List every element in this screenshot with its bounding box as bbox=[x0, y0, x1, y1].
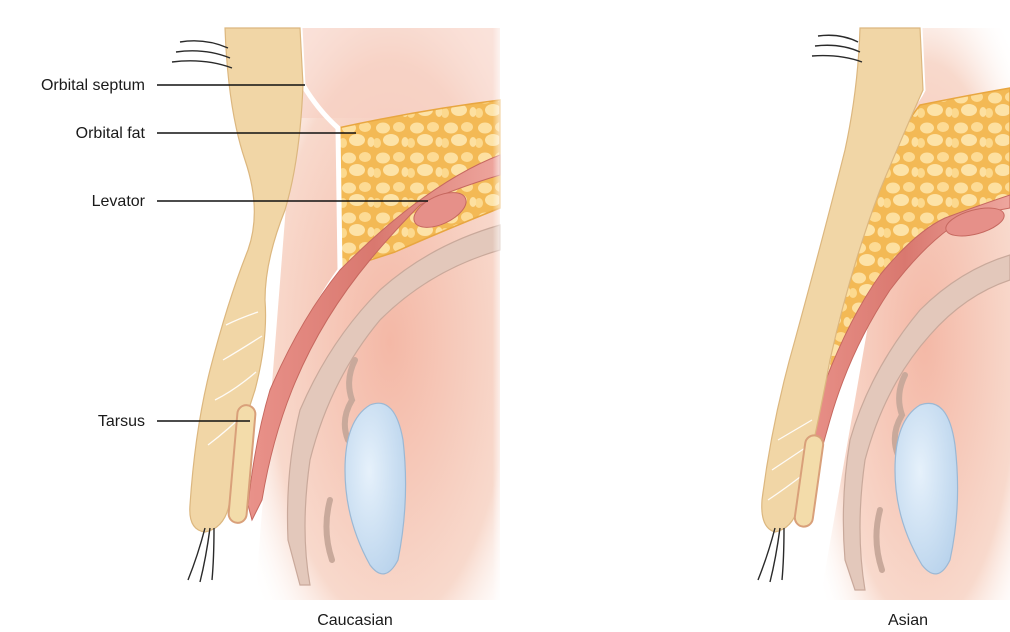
caption-asian: Asian bbox=[888, 612, 928, 629]
eyelashes bbox=[188, 528, 214, 582]
brow-hairs bbox=[812, 35, 862, 62]
caption-caucasian: Caucasian bbox=[317, 612, 393, 629]
caucasian-eyelid-illustration bbox=[172, 20, 505, 610]
levator-label: Levator bbox=[92, 193, 146, 210]
brow-hairs bbox=[172, 41, 232, 68]
orbital-septum-label: Orbital septum bbox=[41, 77, 145, 94]
orbital-fat-label: Orbital fat bbox=[76, 125, 146, 142]
tarsus-label: Tarsus bbox=[98, 413, 145, 430]
eyelashes bbox=[758, 528, 784, 582]
asian-eyelid-illustration bbox=[758, 28, 1010, 600]
